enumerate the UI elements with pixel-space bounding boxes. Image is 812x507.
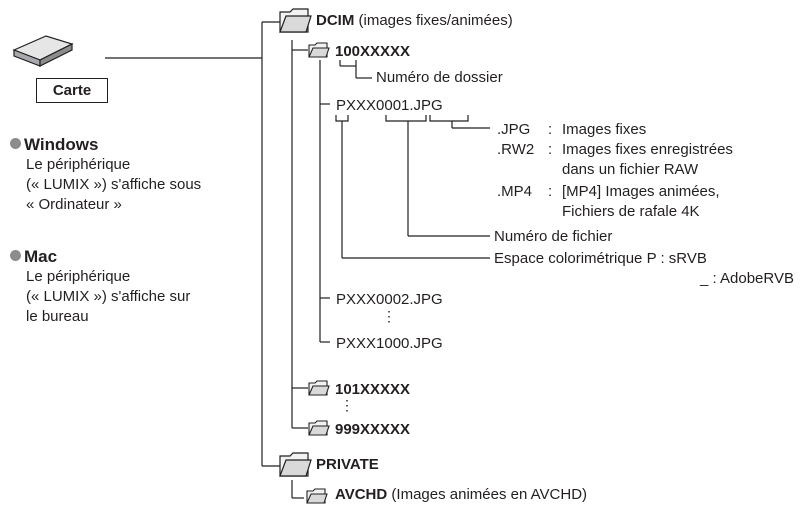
folder-icon [308, 420, 330, 436]
ext-sep: : [548, 183, 553, 200]
ext-mp4-desc-2: Fichiers de rafale 4K [562, 203, 700, 220]
ext-rw2-desc-1: Images fixes enregistrées [562, 141, 733, 158]
mac-line-3: le bureau [26, 308, 89, 325]
file-number-label: Numéro de fichier [494, 228, 613, 245]
windows-line-3: « Ordinateur » [26, 196, 122, 213]
mac-line-1: Le périphérique [26, 268, 131, 285]
folder-icon [279, 8, 312, 33]
windows-line-1: Le périphérique [26, 156, 131, 173]
mac-line-2: (« LUMIX ») s'affiche sur [26, 288, 191, 305]
ellipsis: ⋮ [382, 308, 396, 324]
ext-rw2: .RW2 [497, 141, 535, 158]
ellipsis: ⋮ [340, 397, 354, 413]
folder-999-label: 999XXXXX [335, 421, 411, 438]
mac-heading: Mac [10, 248, 57, 265]
bullet-icon [10, 250, 21, 261]
ext-rw2-desc-2: dans un fichier RAW [562, 161, 699, 178]
ext-sep: : [548, 141, 553, 158]
avchd-folder-label: AVCHD (Images animées en AVCHD) [335, 486, 588, 503]
folder-100-label: 100XXXXX [335, 43, 411, 60]
file-0001-label: PXXX0001.JPG [336, 97, 443, 114]
windows-heading: Windows [10, 136, 98, 153]
ext-jpg-desc: Images fixes [562, 121, 647, 138]
color-space-alt: _ : AdobeRVB [700, 270, 794, 287]
file-0002-label: PXXX0002.JPG [336, 291, 443, 308]
ext-mp4-desc-1: [MP4] Images animées, [562, 183, 720, 200]
folder-icon [279, 452, 312, 477]
folder-icon [306, 488, 328, 504]
file-1000-label: PXXX1000.JPG [336, 335, 443, 352]
ext-sep: : [548, 121, 553, 138]
card-label: Carte [36, 78, 108, 103]
folder-icon [308, 380, 330, 396]
windows-line-2: (« LUMIX ») s'affiche sous [26, 176, 202, 193]
folder-icon [308, 42, 330, 58]
bullet-icon [10, 138, 21, 149]
folder-101-label: 101XXXXX [335, 381, 411, 398]
private-folder-label: PRIVATE [316, 456, 379, 473]
folder-number-label: Numéro de dossier [376, 69, 503, 86]
ext-jpg: .JPG [497, 121, 531, 138]
color-space-label: Espace colorimétrique P : sRVB [494, 250, 707, 267]
sd-card-icon [12, 35, 74, 67]
dcim-folder-label: DCIM (images fixes/animées) [316, 12, 513, 29]
ext-mp4: .MP4 [497, 183, 533, 200]
